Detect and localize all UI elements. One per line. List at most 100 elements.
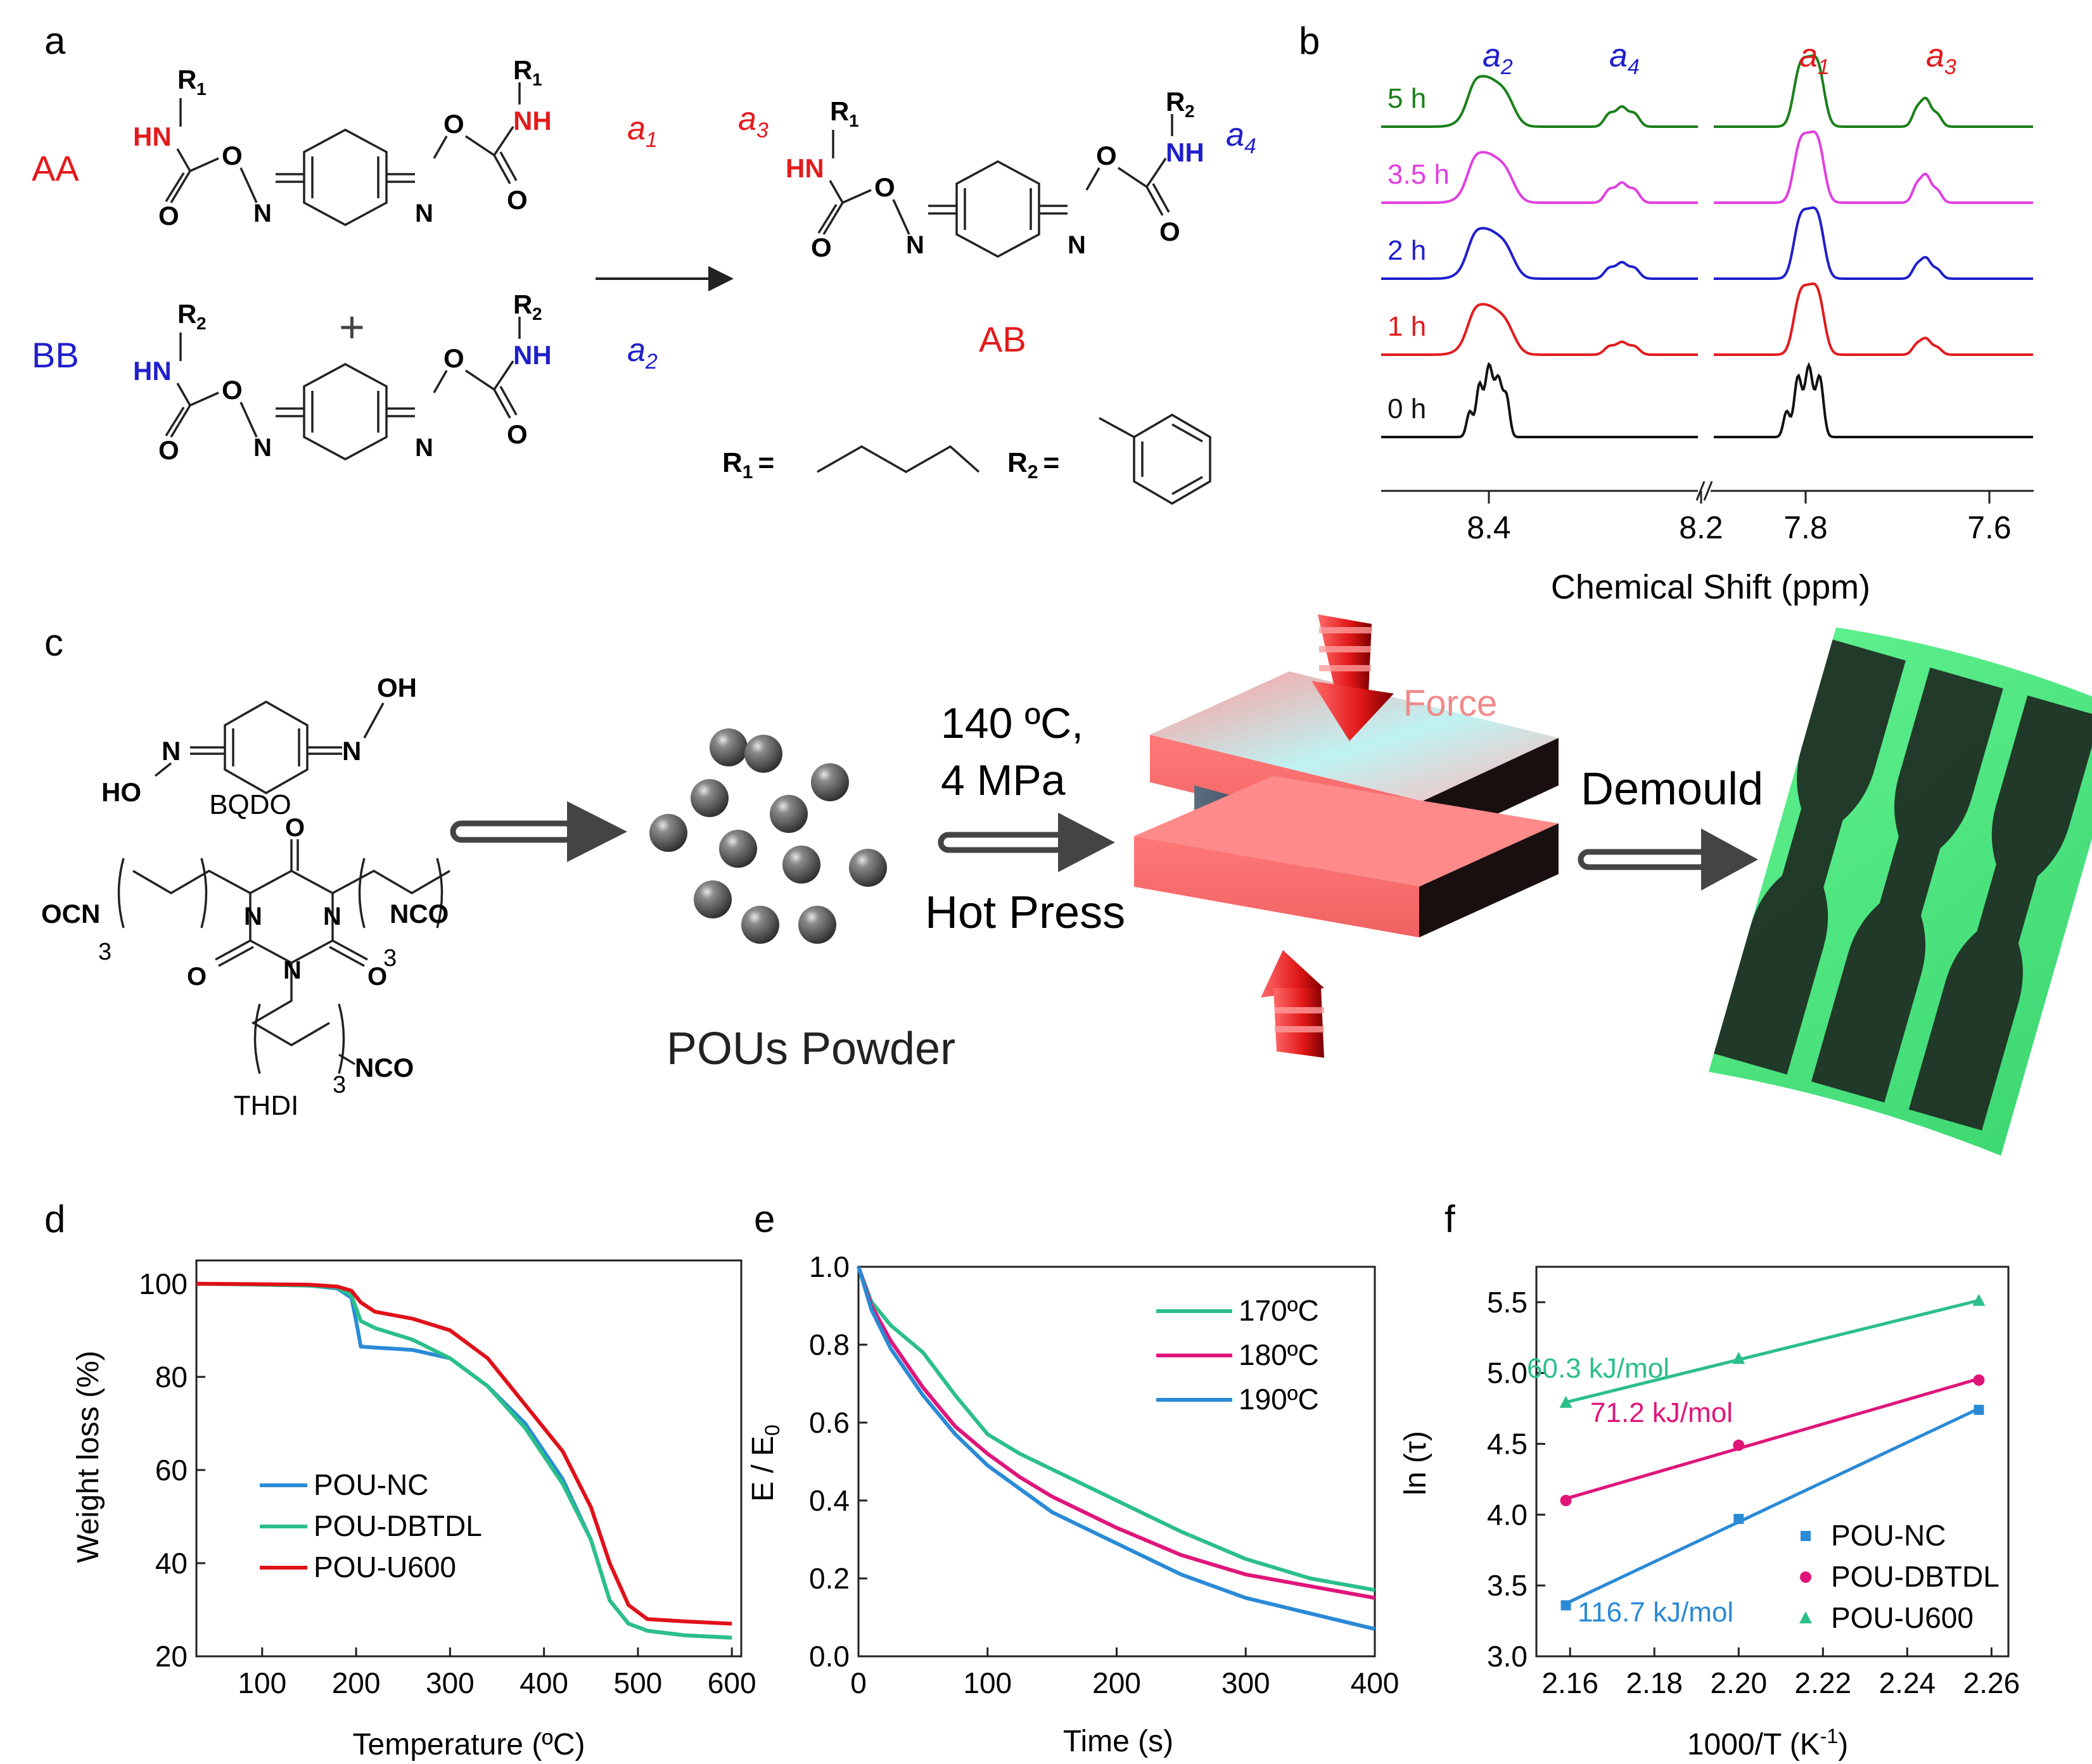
ester-o-right: O [1096, 141, 1117, 170]
bqdo-n-right: N [342, 736, 361, 766]
y-tick-label: 0.6 [809, 1406, 850, 1439]
bond [829, 180, 844, 203]
bond [176, 383, 191, 406]
series-line-POU-U600 [196, 1281, 732, 1626]
bond [239, 402, 258, 438]
legend-label: POU-U600 [1831, 1601, 1974, 1634]
nmr-trace-right-4 [1714, 362, 2033, 438]
y-tick-label: 3.5 [1487, 1569, 1528, 1602]
series-line-POU-DBTDL [196, 1281, 732, 1640]
nmr-label-a4: a4 [1609, 37, 1640, 79]
hot-press-process: N N OH HO BQDO OCN NCO NCO 3 [41, 614, 2092, 1156]
x-axis-title: Time (s) [1063, 1725, 1173, 1758]
dogbone-sample [1714, 639, 1906, 1075]
nmr-spectra: 5 h3.5 h2 h1 h0 h a2 a4 a1 a3 8.4 8.2 7.… [1381, 37, 2034, 606]
nmr-trace-left-0 [1381, 75, 1698, 128]
nmr-tick-7.8: 7.8 [1783, 510, 1828, 545]
panel-label-c: c [44, 621, 63, 664]
data-point-POU-NC [1974, 1404, 1984, 1415]
panel-label-f: f [1445, 1198, 1455, 1240]
legend-marker [1801, 1531, 1811, 1541]
bond [165, 407, 185, 436]
aa-label: AA [32, 148, 79, 188]
bqdo-ho: HO [101, 777, 141, 807]
oxime-n-right: N [415, 200, 433, 227]
thdi-sub3-bottom: 3 [333, 1072, 346, 1098]
nmr-trace-left-2 [1381, 227, 1698, 280]
conditions-temperature: 140 ºC, [941, 699, 1083, 747]
carbonyl-o-left: O [811, 232, 832, 262]
ring [955, 160, 1040, 258]
thdi-ocn: OCN [41, 899, 100, 929]
nmr-tick-8.2: 8.2 [1679, 510, 1723, 545]
r-right-sub: 1 [532, 70, 542, 89]
oxime-n-left: N [253, 434, 272, 462]
x-axis-title-sup: -1 [1820, 1725, 1838, 1748]
svg-text:R2=: R2= [1007, 447, 1059, 483]
fit-line-POU-NC [1565, 1407, 1980, 1605]
powder-label: POUs Powder [667, 1024, 955, 1074]
powder-particle [719, 830, 757, 868]
series-line-170ºC [857, 1266, 1375, 1592]
process-arrow-3 [1578, 828, 1758, 891]
bond [1145, 158, 1167, 187]
r-right-sub: 2 [1185, 101, 1195, 121]
nmr-peak-labels: a2 a4 a1 a3 [1483, 37, 1956, 79]
r-left: R [177, 299, 196, 329]
data-point-POU-DBTDL [1973, 1374, 1985, 1386]
series-line-190ºC [857, 1266, 1375, 1631]
y-tick-label: 0.8 [809, 1328, 850, 1361]
y-axis-title-sub: 0 [761, 1425, 784, 1436]
marker-a3: a3 [738, 101, 769, 143]
thdi-sub3-right: 3 [383, 945, 397, 972]
r-right: R [513, 55, 532, 85]
y-tick-label: 80 [155, 1361, 188, 1393]
bond [493, 389, 511, 419]
bond [189, 391, 219, 407]
amine-left: HN [786, 153, 824, 183]
bond [433, 136, 448, 159]
x-tick-label: 200 [1092, 1666, 1141, 1699]
y-tick-label: 3.0 [1487, 1640, 1528, 1673]
powder-particle [710, 728, 748, 766]
legend-label: POU-DBTDL [1831, 1560, 2000, 1593]
activation-energy-nc: 116.7 kJ/mol [1578, 1597, 1733, 1628]
x-tick-label: 300 [1221, 1666, 1270, 1699]
plot-frame [195, 1259, 743, 1658]
oxime-n-left: N [906, 231, 924, 259]
bond [189, 157, 219, 172]
force-arrow-bottom [1261, 950, 1324, 1058]
legend-label: POU-NC [314, 1468, 428, 1501]
y-axis-title-main: E / E [746, 1436, 780, 1502]
plot-frame [1535, 1266, 2010, 1658]
panel-label-a: a [44, 20, 66, 62]
bond [1118, 167, 1147, 188]
powder-particle [782, 846, 820, 884]
powder-particle [744, 735, 782, 773]
bqdo-n-left: N [162, 736, 181, 766]
nmr-trace-right-3 [1714, 282, 2033, 356]
oxime-n-right: N [415, 434, 433, 462]
demould-label: Demould [1581, 764, 1763, 815]
y-axis-title: Weight loss (%) [72, 1350, 105, 1563]
thdi-o-left: O [187, 963, 207, 991]
x-tick-label: 400 [520, 1666, 568, 1699]
amine-right: NH [513, 106, 552, 136]
svg-text:R1=: R1= [722, 447, 774, 483]
benzene-ring [1133, 413, 1211, 505]
bond [822, 202, 844, 235]
oxime-n-right: N [1068, 231, 1086, 259]
r-right: R [513, 289, 532, 319]
thdi-o-right: O [367, 963, 387, 991]
conditions-pressure: 4 MPa [941, 756, 1066, 804]
x-tick-label: 500 [614, 1666, 663, 1699]
nmr-trace-left-3 [1381, 303, 1698, 356]
series-line-POU-NC [196, 1281, 732, 1640]
y-tick-label: 60 [155, 1454, 188, 1487]
marker-a4: a4 [1226, 117, 1256, 158]
y-tick-label: 100 [139, 1267, 188, 1300]
r-left-sub: 1 [196, 79, 207, 99]
